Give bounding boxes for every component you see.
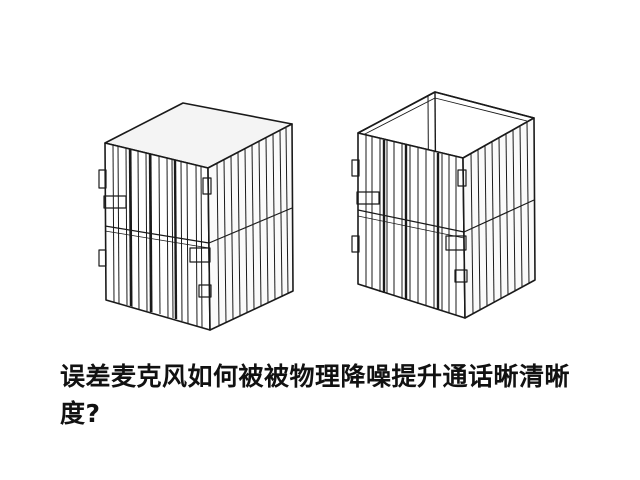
open-box — [351, 91, 536, 319]
closed-box — [98, 102, 294, 331]
caption: 误差麦克风如何被被物理降噪提升通话晰清晰度? — [60, 362, 571, 428]
illustration — [98, 91, 536, 331]
